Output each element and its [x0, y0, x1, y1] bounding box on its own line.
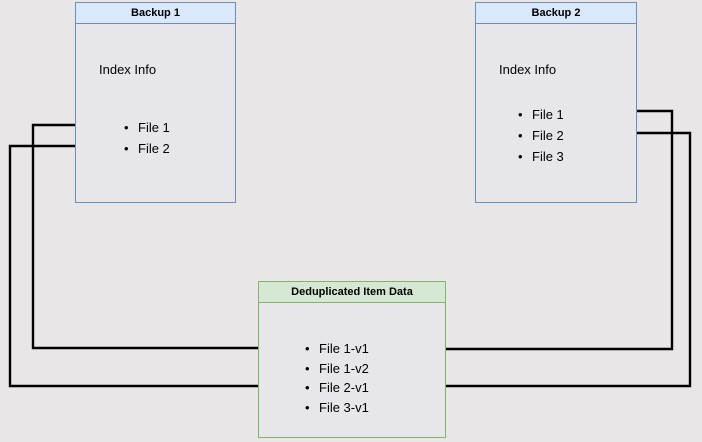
backup-1-index-info-label: Index Info — [99, 62, 157, 77]
backup-1-box[interactable]: Backup 1 Index Info File 1 File 2 — [75, 2, 236, 203]
backup-1-file-list: File 1 File 2 — [124, 117, 170, 159]
deduplicated-item-data-body: File 1-v1 File 1-v2 File 2-v1 File 3-v1 — [259, 303, 445, 437]
backup-1-file-item[interactable]: File 1 — [124, 117, 170, 138]
backup-1-body: Index Info File 1 File 2 — [76, 24, 235, 202]
backup-2-box[interactable]: Backup 2 Index Info File 1 File 2 File 3 — [475, 2, 637, 203]
dedup-item[interactable]: File 1-v2 — [305, 359, 369, 379]
backup-1-file-item[interactable]: File 2 — [124, 138, 170, 159]
backup-2-file-list: File 1 File 2 File 3 — [518, 104, 564, 167]
backup-2-index-info-label: Index Info — [499, 62, 557, 77]
deduplicated-item-data-box[interactable]: Deduplicated Item Data File 1-v1 File 1-… — [258, 281, 446, 438]
deduplicated-item-data-title: Deduplicated Item Data — [259, 282, 445, 303]
backup-2-title: Backup 2 — [476, 3, 636, 24]
backup-2-file-item[interactable]: File 3 — [518, 146, 564, 167]
dedup-item[interactable]: File 1-v1 — [305, 339, 369, 359]
dedup-item-list: File 1-v1 File 1-v2 File 2-v1 File 3-v1 — [305, 339, 369, 417]
backup-2-body: Index Info File 1 File 2 File 3 — [476, 24, 636, 202]
backup-1-title: Backup 1 — [76, 3, 235, 24]
dedup-item[interactable]: File 3-v1 — [305, 398, 369, 418]
backup-2-file-item[interactable]: File 1 — [518, 104, 564, 125]
backup-2-file-item[interactable]: File 2 — [518, 125, 564, 146]
dedup-item[interactable]: File 2-v1 — [305, 378, 369, 398]
